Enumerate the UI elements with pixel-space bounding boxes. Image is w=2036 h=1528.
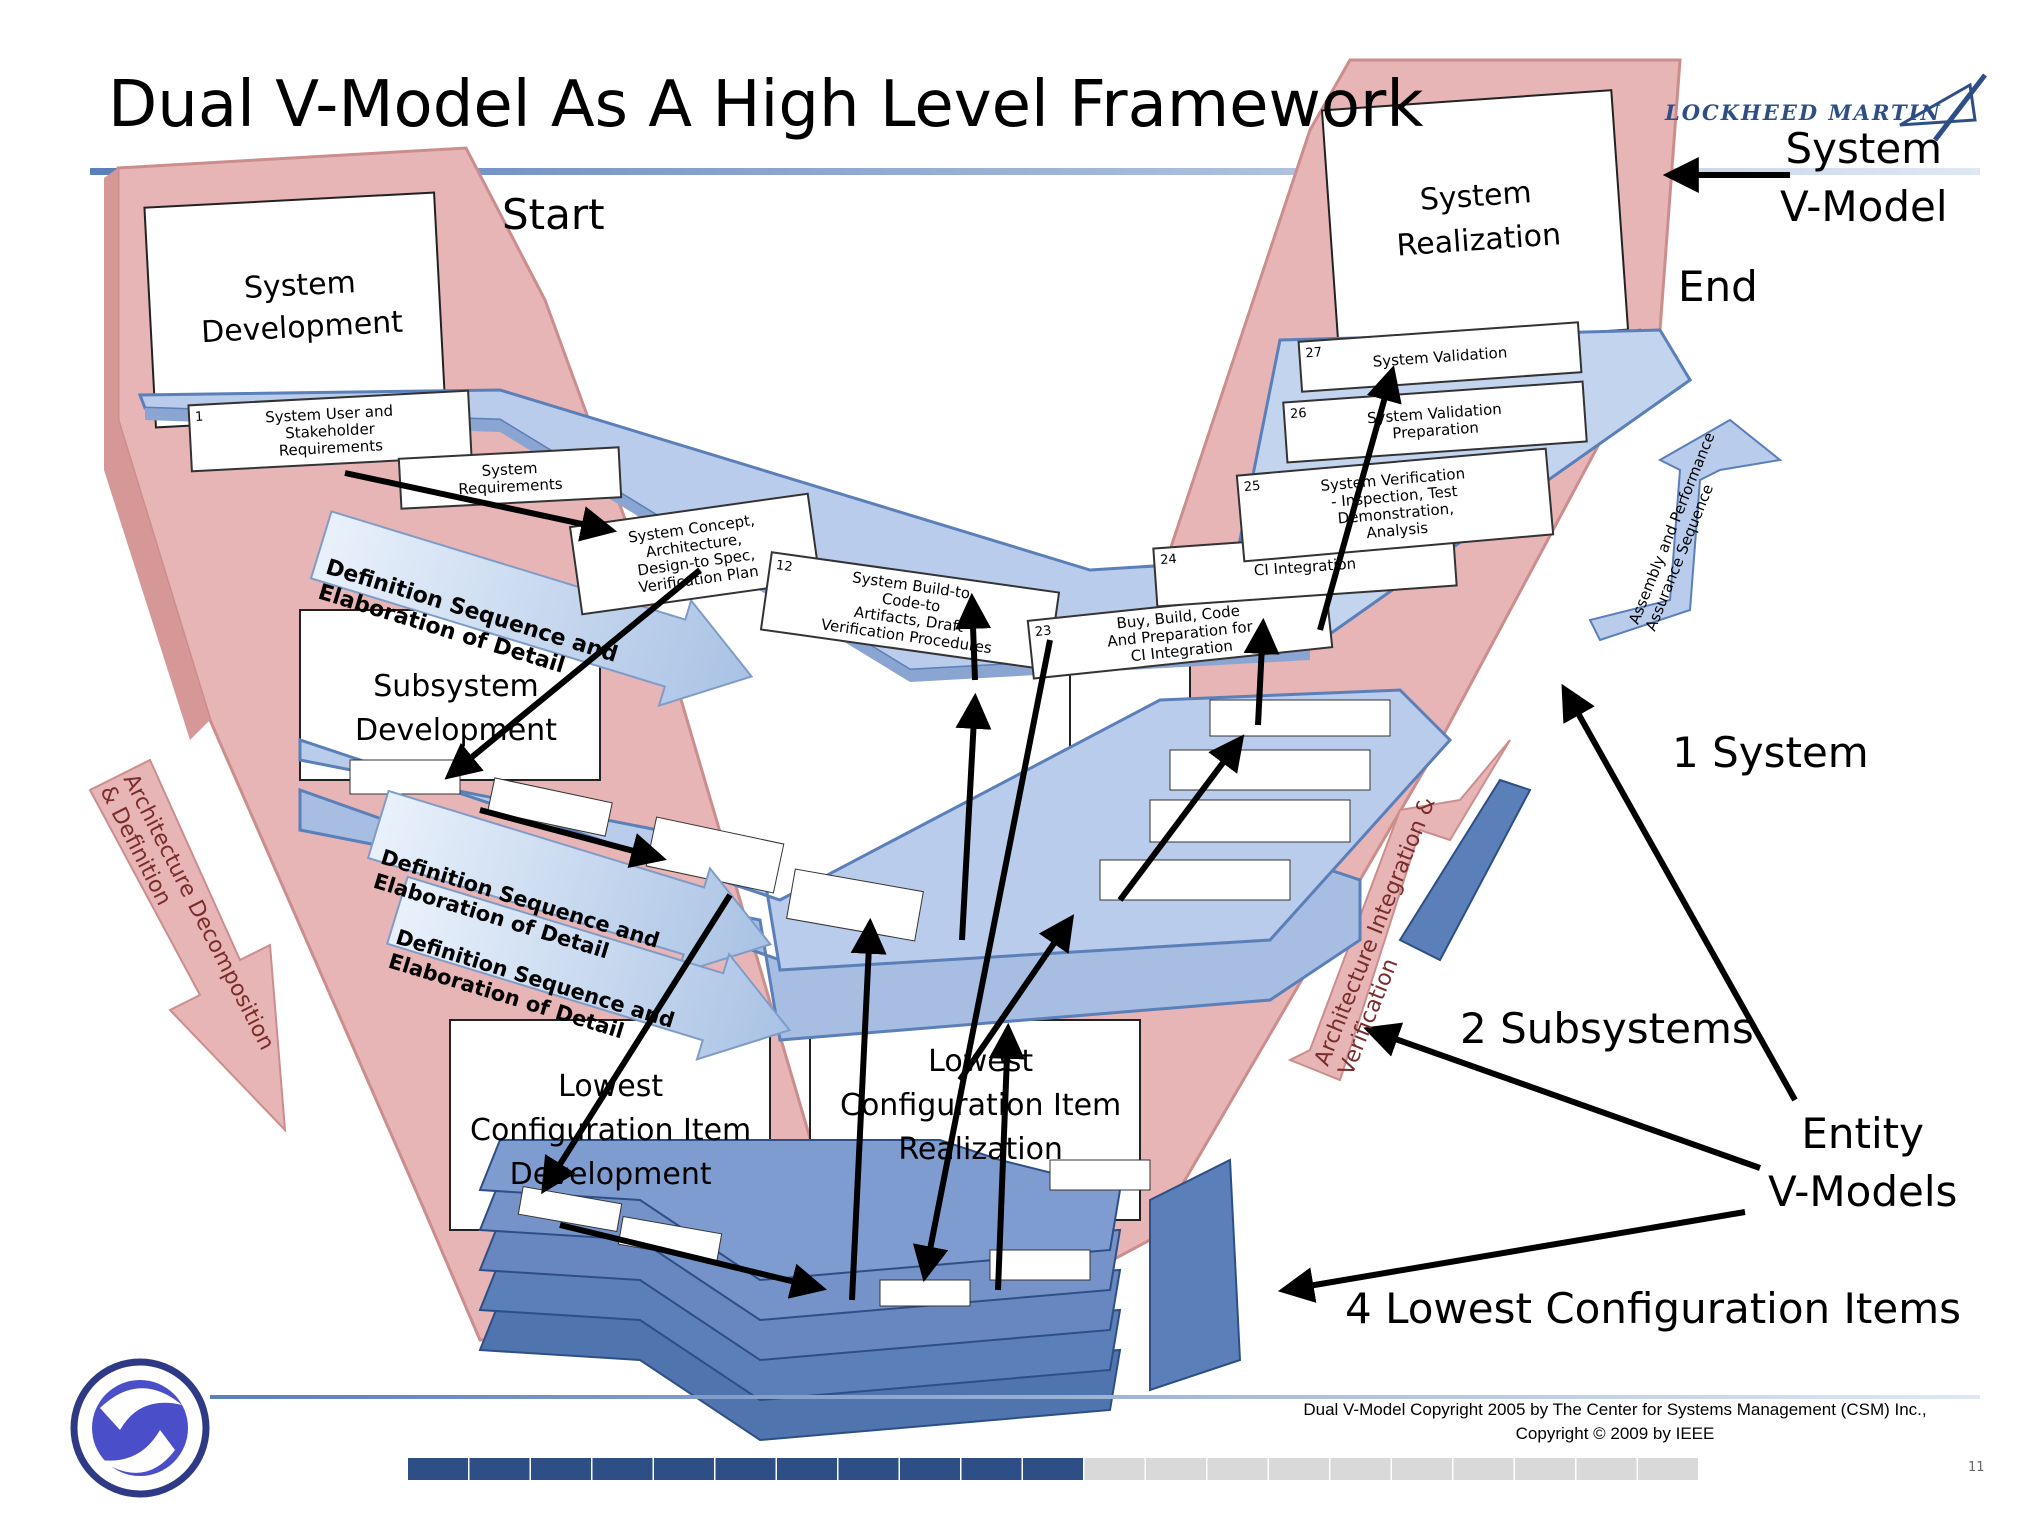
progress-segment [1392, 1458, 1452, 1480]
system-development-label: System Development [200, 265, 404, 351]
progress-segment [1023, 1458, 1083, 1480]
progress-segment [1084, 1458, 1145, 1480]
entity-vmodels-label: Entity V-Models [1768, 1109, 1958, 1216]
system-step-number: 12 [775, 558, 793, 575]
copyright-line-1: Dual V-Model Copyright 2005 by The Cente… [1303, 1400, 1927, 1419]
csm-logo [70, 1358, 210, 1498]
progress-segment [1576, 1458, 1637, 1480]
progress-segment [777, 1458, 837, 1480]
system-step-number: 26 [1290, 406, 1308, 422]
progress-segment [900, 1458, 960, 1480]
architecture-integration-arrow [1287, 739, 1511, 1082]
system-step-text: Stakeholder [285, 420, 376, 443]
progress-segment [408, 1458, 468, 1480]
progress-segment [838, 1458, 899, 1480]
lci-development-label: Lowest Configuration Item Development [470, 1069, 752, 1192]
progress-segment [1146, 1458, 1206, 1480]
lci-realization-label: Lowest Configuration Item Realization [840, 1044, 1122, 1167]
system-vmodel-label: System V-Model [1780, 124, 1948, 231]
progress-segment [961, 1458, 1022, 1480]
system-step-text: Analysis [1366, 519, 1429, 542]
progress-bar [408, 1458, 1698, 1480]
copyright-line-2: Copyright © 2009 by IEEE [1515, 1424, 1715, 1443]
system-step-number: 23 [1034, 623, 1052, 640]
process-arrows [344, 157, 1798, 1303]
footer-rule [210, 1395, 1980, 1399]
definition-banners [309, 510, 792, 1061]
system-step-text: Requirements [458, 475, 563, 498]
architecture-decomposition-arrow [88, 758, 287, 1133]
system-step-3: System Concept,Architecture,Design-to Sp… [568, 492, 822, 616]
progress-segment [715, 1458, 776, 1480]
end-label: End [1678, 262, 1758, 311]
system-step-text: Requirements [278, 436, 383, 459]
system-realization-label: System Realization [1395, 175, 1563, 264]
progress-segment [469, 1458, 530, 1480]
progress-segment [654, 1458, 714, 1480]
system-step-number: 1 [195, 410, 204, 425]
progress-segment [531, 1458, 591, 1480]
progress-segment [1515, 1458, 1575, 1480]
lockheed-logo-text: LOCKHEED MARTIN [1665, 100, 1942, 125]
progress-segment [1330, 1458, 1391, 1480]
lci-count-label: 4 Lowest Configuration Items [1345, 1284, 1961, 1333]
progress-segment [592, 1458, 653, 1480]
progress-segment [1638, 1458, 1698, 1480]
progress-segment [1453, 1458, 1514, 1480]
progress-segment [1269, 1458, 1329, 1480]
two-subsystems-label: 2 Subsystems [1460, 1004, 1754, 1053]
header-rule [90, 168, 1980, 175]
one-system-label: 1 System [1672, 728, 1869, 777]
system-step-number: 25 [1243, 479, 1261, 495]
system-step-text: System [481, 459, 538, 480]
page-title: Dual V-Model As A High Level Framework [108, 68, 1424, 142]
progress-segment [1207, 1458, 1268, 1480]
lockheed-logo [1899, 73, 1987, 142]
system-step-number: 27 [1305, 345, 1323, 361]
subsystem-development-label: Subsystem Development [355, 669, 557, 748]
system-step-number: 24 [1160, 552, 1178, 568]
start-label: Start [502, 190, 605, 239]
page-number: 11 [1968, 1460, 1985, 1475]
assembly-arrow-system [1588, 418, 1783, 642]
